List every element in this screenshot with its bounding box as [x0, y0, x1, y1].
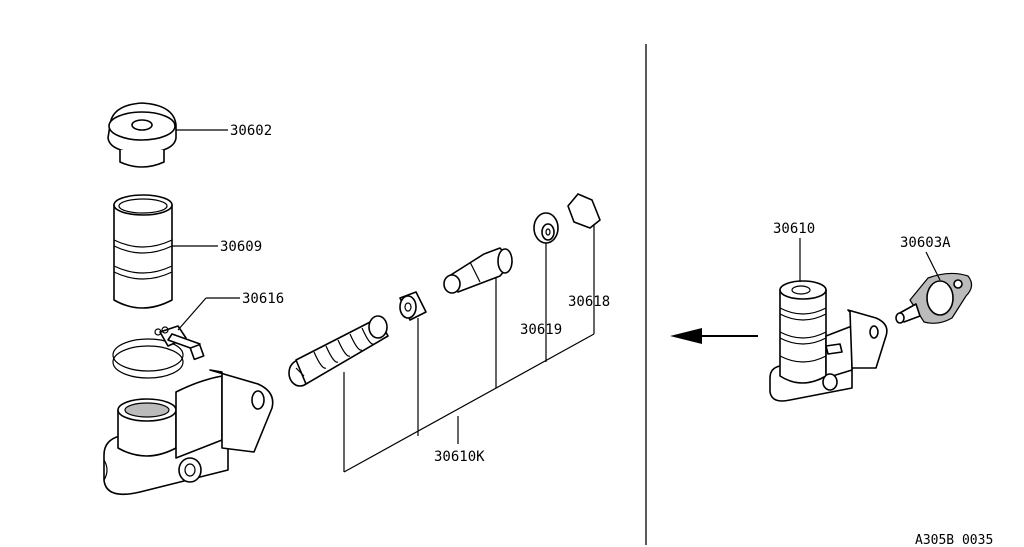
part-master-cylinder-assembly[interactable]: [769, 280, 888, 402]
leader-30603A: [925, 251, 941, 281]
leader-30616: [177, 297, 207, 331]
kit-bracket-30610K: [343, 224, 595, 473]
label-30603A: 30603A: [900, 235, 951, 251]
part-cup-seal[interactable]: [399, 291, 427, 321]
arrow-left-icon: [670, 328, 758, 344]
label-30616: 30616: [242, 291, 284, 307]
part-washer-30619[interactable]: [533, 212, 559, 244]
label-30610K: 30610K: [434, 449, 485, 465]
part-reservoir-tube[interactable]: [113, 194, 173, 309]
label-30609: 30609: [220, 239, 262, 255]
part-push-piston[interactable]: [443, 247, 513, 294]
label-30619: 30619: [520, 322, 562, 338]
label-30618: 30618: [568, 294, 610, 310]
part-gasket-30603A[interactable]: [895, 272, 973, 324]
diagram-code: A305B 0035: [915, 533, 993, 547]
part-snap-ring-30618[interactable]: [567, 193, 601, 229]
part-clamp-band[interactable]: [112, 325, 205, 379]
part-reservoir-cap[interactable]: [107, 102, 177, 168]
part-piston-spring[interactable]: [288, 315, 389, 387]
part-cylinder-body[interactable]: [103, 369, 274, 496]
label-30602: 30602: [230, 123, 272, 139]
label-30610: 30610: [773, 221, 815, 237]
